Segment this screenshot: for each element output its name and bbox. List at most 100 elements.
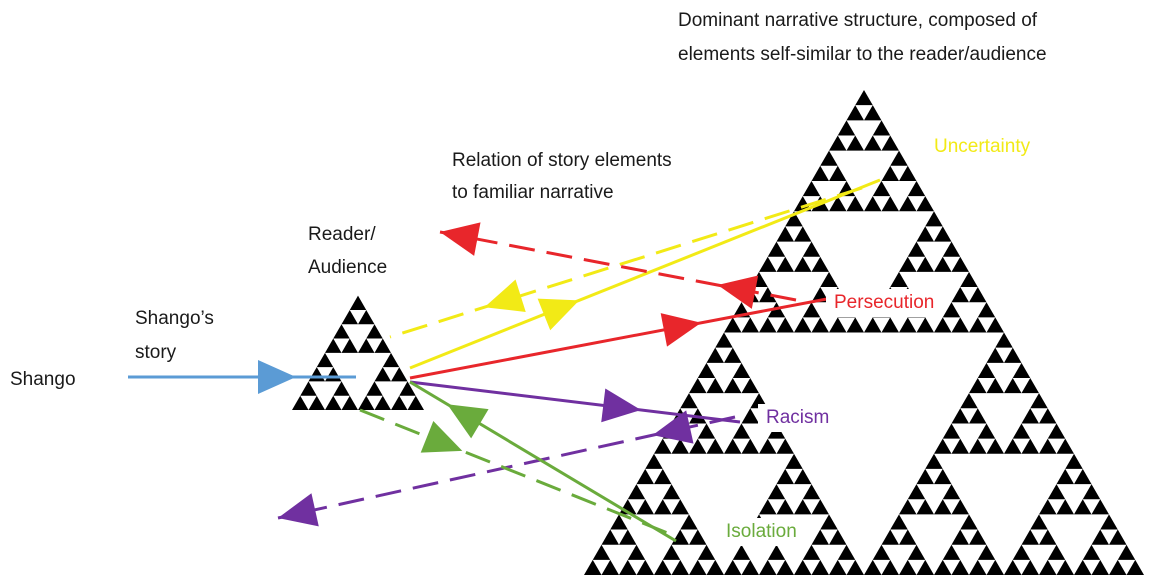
fractal-triangle — [811, 529, 829, 545]
fractal-triangle — [1012, 362, 1031, 378]
reader-triangle — [333, 324, 350, 339]
fractal-triangle — [724, 438, 742, 454]
fractal-triangle — [794, 256, 812, 272]
fractal-triangle — [934, 468, 952, 485]
fractal-triangle — [907, 180, 926, 197]
fractal-triangle — [759, 559, 777, 575]
fractal-triangle — [1039, 529, 1057, 545]
uncertainty-arrow-head — [537, 298, 580, 331]
fractal-triangle — [1091, 499, 1109, 515]
fractal-triangle — [916, 559, 934, 575]
racism-label: Racism — [758, 404, 838, 432]
fractal-triangle — [1056, 468, 1074, 485]
story-label-line-1: Shango’s — [135, 308, 214, 329]
fractal-triangle — [977, 544, 996, 560]
fractal-triangle — [767, 544, 786, 560]
fractal-triangle — [627, 544, 646, 560]
reader-triangle — [333, 381, 350, 396]
fractal-triangle — [680, 393, 698, 409]
fractal-triangle — [619, 529, 637, 545]
fractal-triangle — [741, 317, 759, 333]
fractal-triangle — [864, 196, 882, 212]
fractal-triangle — [1056, 499, 1074, 515]
fractal-triangle — [1082, 544, 1101, 560]
fractal-triangle — [1126, 559, 1144, 575]
fractal-triangle — [881, 196, 899, 212]
fractal-triangle — [890, 150, 908, 166]
fractal-triangle — [776, 317, 794, 333]
fractal-triangle — [671, 529, 689, 545]
fractal-triangle — [925, 211, 943, 227]
fractal-triangle — [986, 438, 1004, 454]
fractal-triangle — [785, 211, 803, 227]
reader-triangle — [358, 309, 375, 325]
fractal-triangle — [767, 484, 786, 500]
fractal-triangle — [846, 196, 864, 212]
fractal-triangle — [864, 135, 882, 151]
reader-audience-fractal — [292, 295, 424, 410]
fractal-triangle — [1074, 559, 1092, 575]
fractal-triangle — [1065, 453, 1083, 469]
fractal-triangle — [881, 135, 899, 151]
fractal-triangle — [986, 559, 1004, 575]
fractal-triangle — [907, 241, 926, 257]
fractal-triangle — [820, 150, 838, 166]
fractal-triangle — [829, 559, 847, 575]
reader-triangle — [382, 352, 400, 368]
fractal-triangle — [986, 377, 1004, 394]
fractal-triangle — [934, 256, 952, 272]
fractal-triangle — [942, 484, 961, 500]
fractal-triangle — [741, 408, 759, 424]
fractal-triangle — [776, 499, 794, 515]
fractal-triangle — [951, 408, 969, 424]
fractal-triangle — [654, 438, 672, 454]
fractal-triangle — [671, 559, 689, 575]
fractal-triangle — [1021, 377, 1039, 394]
fractal-triangle — [776, 256, 794, 272]
fractal-triangle — [697, 544, 716, 560]
fractal-triangle — [1012, 423, 1031, 439]
fractal-triangle — [951, 438, 969, 454]
fractal-triangle — [767, 241, 786, 257]
fractal-triangle — [837, 544, 856, 560]
fractal-triangle — [1012, 544, 1031, 560]
fractal-triangle — [829, 529, 847, 545]
fractal-triangle — [934, 317, 952, 333]
fractal-triangle — [1004, 347, 1022, 363]
fractal-triangle — [881, 559, 899, 575]
fractal-triangle — [942, 302, 961, 318]
fractal-triangle — [899, 165, 917, 181]
fractal-triangle — [759, 317, 777, 333]
fractal-triangle — [907, 544, 926, 560]
fractal-triangle — [881, 529, 899, 545]
fractal-triangle — [802, 544, 821, 560]
fractal-triangle — [1039, 408, 1057, 424]
fractal-triangle — [1100, 514, 1118, 530]
fractal-triangle — [916, 499, 934, 515]
fractal-triangle — [601, 559, 619, 575]
fractal-triangle — [776, 559, 794, 575]
reader-triangle — [374, 395, 391, 410]
reader-triangle — [325, 367, 342, 382]
fractal-triangle — [942, 241, 961, 257]
fractal-triangle — [1074, 499, 1092, 515]
fractal-triangle — [881, 165, 899, 181]
fractal-triangle — [899, 529, 917, 545]
fractal-triangle — [741, 559, 759, 575]
fractal-triangle — [1021, 559, 1039, 575]
reader-triangle — [399, 381, 416, 396]
fractal-triangle — [890, 514, 908, 530]
fractal-triangle — [671, 499, 689, 515]
racism-arrow-head — [601, 388, 641, 423]
fractal-triangle — [1047, 423, 1066, 439]
reader-triangle — [391, 395, 408, 410]
fractal-triangle — [724, 559, 742, 575]
fractal-triangle — [916, 196, 934, 212]
fractal-triangle — [724, 377, 742, 394]
fractal-triangle — [811, 165, 829, 181]
fractal-triangle — [794, 226, 812, 242]
fractal-triangle — [794, 468, 812, 485]
fractal-triangle — [654, 468, 672, 485]
fractal-triangle — [802, 484, 821, 500]
fractal-triangle — [662, 544, 681, 560]
